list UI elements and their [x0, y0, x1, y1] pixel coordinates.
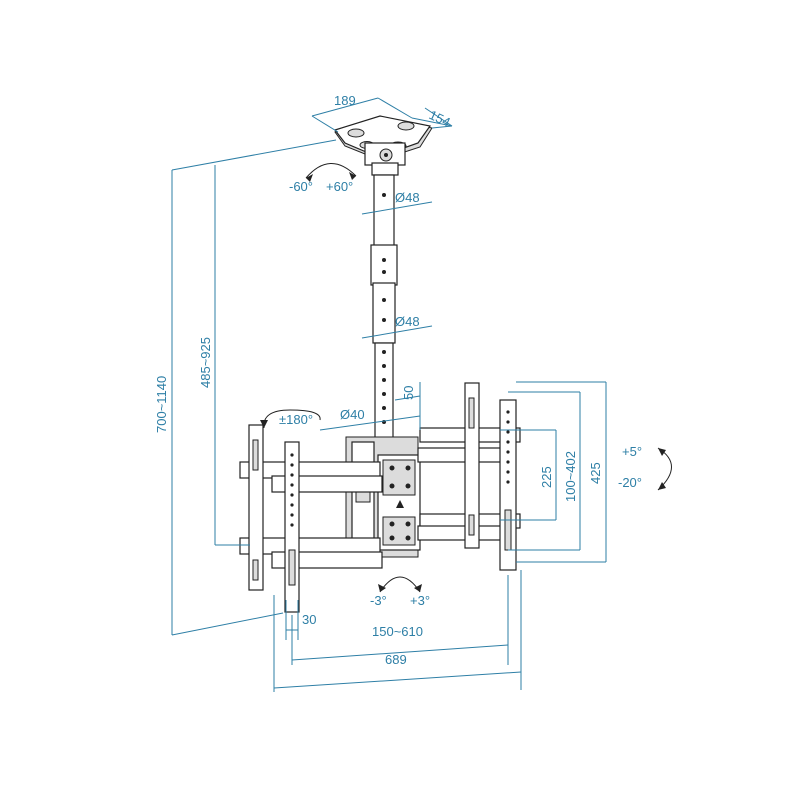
dimension-lines — [171, 97, 607, 692]
plate-width-label: 189 — [334, 93, 356, 108]
swivel-right-label: +60° — [326, 179, 353, 194]
tilt-arc-icon — [657, 447, 672, 491]
front-vertical-brackets — [284, 399, 517, 613]
pipe-diameter-bottom-label: Ø40 — [340, 407, 365, 422]
tilt-down-label: -20° — [618, 475, 642, 490]
level-arc-icon — [379, 576, 421, 593]
arm-offset-label: 30 — [302, 612, 316, 627]
swivel-left-label: -60° — [289, 179, 313, 194]
rotation-arc-icon — [263, 409, 321, 429]
dimension-labels: 189 154 Ø48 Ø48 Ø40 50 700~1140 485~925 … — [154, 93, 603, 667]
rear-vertical-brackets — [248, 382, 480, 591]
angle-labels: -60° +60° ±180° +5° -20° -3° +3° — [279, 179, 642, 608]
pipe-diameter-lower-label: Ø48 — [395, 314, 420, 329]
pipe-offset-label: 50 — [401, 386, 416, 400]
rotation-arrows — [260, 163, 672, 593]
pipe-diameter-upper-label: Ø48 — [395, 190, 420, 205]
pole-height-label: 485~925 — [198, 337, 213, 388]
vesa-width-range-label: 150~610 — [372, 624, 423, 639]
total-height-label: 700~1140 — [154, 376, 169, 433]
total-width-label: 689 — [385, 652, 407, 667]
vesa-height-range-label: 100~402 — [563, 451, 578, 502]
bracket-height-label: 425 — [588, 462, 603, 484]
ceiling-mount-hardware — [239, 115, 521, 613]
upper-pole — [370, 174, 398, 344]
level-left-label: -3° — [370, 593, 387, 608]
vesa-height-small-label: 225 — [539, 466, 554, 488]
level-right-label: +3° — [410, 593, 430, 608]
rotation-label: ±180° — [279, 412, 313, 427]
tilt-up-label: +5° — [622, 444, 642, 459]
ceiling-plate — [333, 115, 433, 176]
swivel-arc-icon — [305, 163, 357, 179]
